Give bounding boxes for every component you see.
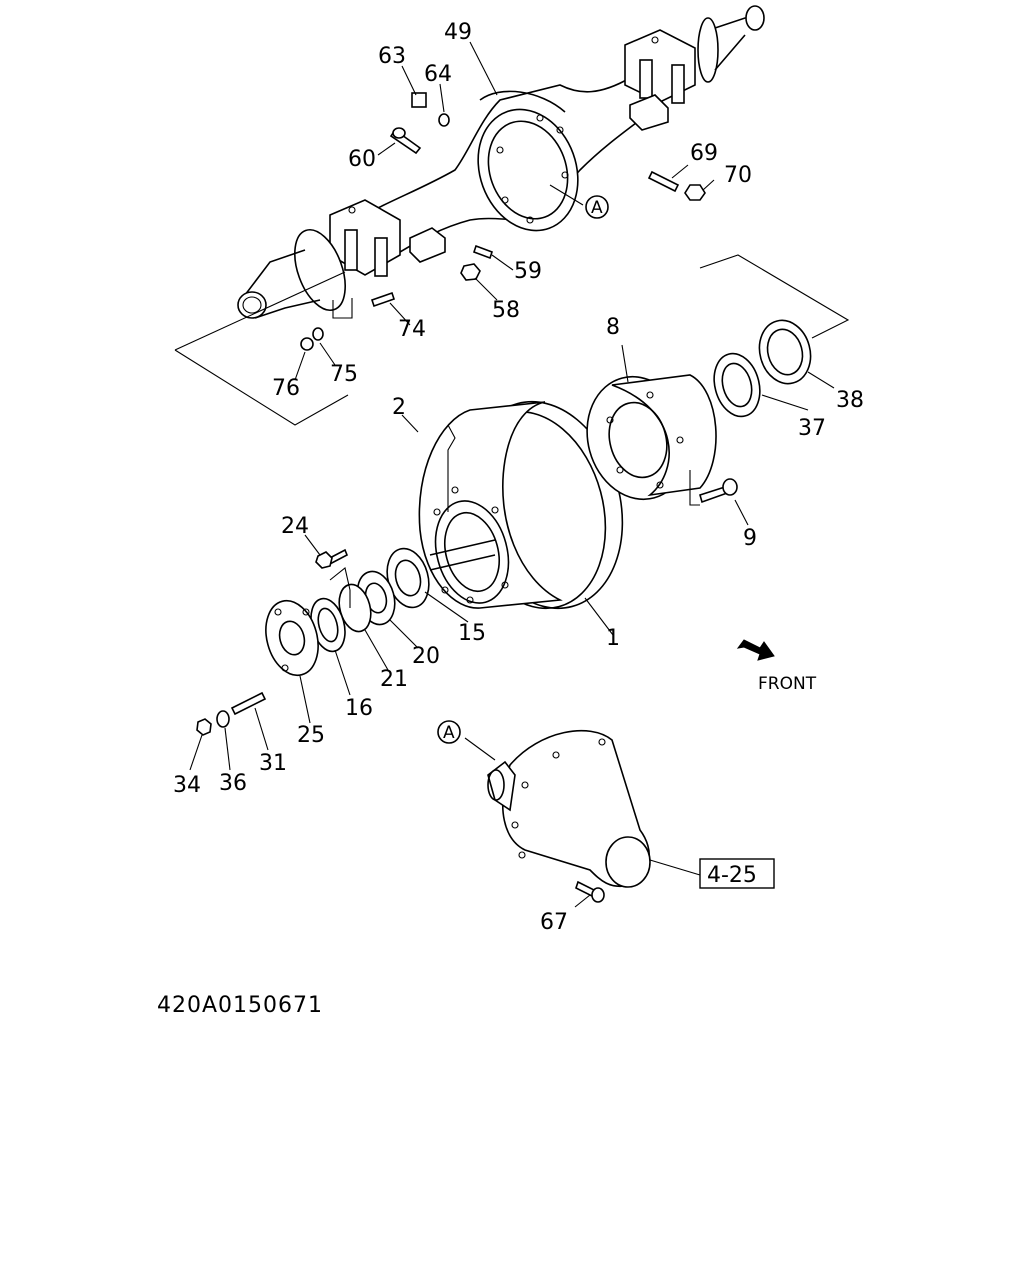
axle-housing-drawing (174, 5, 850, 426)
part-label-21: 21 (380, 667, 408, 692)
callout-a-top: A (585, 195, 609, 219)
svg-text:4-25: 4-25 (707, 863, 757, 888)
wheel-hub-drawing (586, 374, 738, 506)
part-label-1: 1 (606, 626, 620, 651)
brake-drum-drawing (418, 400, 624, 610)
part-label-70: 70 (724, 163, 752, 188)
part-label-8: 8 (606, 315, 620, 340)
part-label-59: 59 (514, 259, 542, 284)
hub-bearings-drawing (713, 319, 812, 418)
inner-parts-drawing (196, 547, 430, 736)
part-label-34: 34 (173, 773, 201, 798)
front-arrow-icon (736, 639, 775, 661)
part-label-76: 76 (272, 376, 300, 401)
part-label-63: 63 (378, 44, 406, 69)
leader-lines (189, 41, 835, 908)
drawing-code: 420A0150671 (157, 993, 323, 1018)
part-label-16: 16 (345, 696, 373, 721)
part-label-31: 31 (259, 751, 287, 776)
differential-carrier-drawing (487, 729, 651, 903)
part-label-67: 67 (540, 910, 568, 935)
part-label-37: 37 (798, 416, 826, 441)
svg-text:A: A (443, 723, 455, 743)
svg-text:A: A (591, 198, 603, 218)
part-label-2: 2 (392, 395, 406, 420)
part-label-75: 75 (330, 362, 358, 387)
part-label-64: 64 (424, 62, 452, 87)
part-label-74: 74 (398, 317, 426, 342)
part-label-58: 58 (492, 298, 520, 323)
part-label-69: 69 (690, 141, 718, 166)
part-labels: 49 63 64 60 69 70 59 58 74 75 76 8 38 37… (173, 20, 864, 935)
part-label-24: 24 (281, 514, 309, 539)
part-label-49: 49 (444, 20, 472, 45)
part-label-38: 38 (836, 388, 864, 413)
part-label-25: 25 (297, 723, 325, 748)
front-label: FRONT (758, 674, 817, 694)
part-label-15: 15 (458, 621, 486, 646)
part-label-36: 36 (219, 771, 247, 796)
reference-box: 4-25 (699, 858, 775, 889)
part-label-20: 20 (412, 644, 440, 669)
part-label-60: 60 (348, 147, 376, 172)
callout-a-bottom: A (437, 720, 461, 744)
part-label-9: 9 (743, 526, 757, 551)
